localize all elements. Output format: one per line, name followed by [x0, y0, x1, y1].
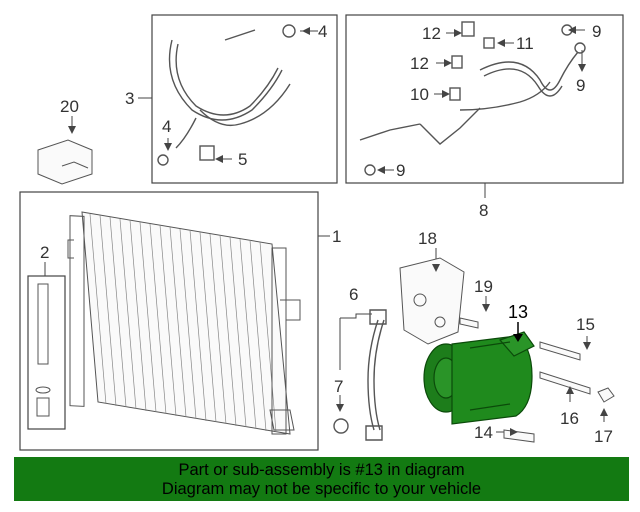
callout-7: 7 [334, 377, 343, 396]
callout-12a: 12 [422, 24, 441, 43]
dryer-drawing [35, 283, 51, 417]
condenser-drawing [67, 211, 301, 435]
banner-line-1: Part or sub-assembly is #13 in diagram [178, 461, 465, 479]
callout-5: 5 [238, 150, 247, 169]
sensor-20-drawing [37, 139, 93, 185]
callout-16: 16 [560, 409, 579, 428]
callout-13: 13 [508, 302, 528, 322]
callout-19: 19 [474, 277, 493, 296]
callout-4b: 4 [162, 117, 171, 136]
hoses-3-drawing [157, 24, 296, 166]
compressor-13-drawing [423, 331, 535, 425]
bracket-18-drawing [399, 257, 465, 345]
hoses-8-drawing [359, 21, 586, 176]
callout-14: 14 [474, 423, 493, 442]
callout-2: 2 [40, 243, 49, 262]
callout-3: 3 [125, 89, 134, 108]
callout-15: 15 [576, 315, 595, 334]
arrow-13 [513, 322, 523, 342]
callout-9a: 9 [592, 22, 601, 41]
box-dryer-2 [27, 275, 66, 430]
banner-line-2: Diagram may not be specific to your vehi… [161, 480, 482, 498]
box-condenser-1 [19, 191, 319, 451]
callout-20: 20 [60, 97, 79, 116]
callout-17: 17 [594, 427, 613, 446]
callout-9c: 9 [396, 161, 405, 180]
callout-9b: 9 [576, 76, 585, 95]
callout-6: 6 [349, 285, 358, 304]
callout-8: 8 [479, 201, 488, 220]
callout-1: 1 [332, 227, 341, 246]
box-hose-assembly-3 [151, 14, 338, 184]
callout-4a: 4 [318, 22, 327, 41]
callout-12b: 12 [410, 54, 429, 73]
callout-18: 18 [418, 229, 437, 248]
parts-diagram: 1 2 3 4 4 5 6 7 8 9 9 9 10 11 12 12 13 1… [19, 14, 624, 451]
callout-10: 10 [410, 85, 429, 104]
info-banner: Part or sub-assembly is #13 in diagram D… [14, 457, 629, 501]
callout-11: 11 [516, 34, 534, 53]
bolts-drawing [459, 317, 615, 443]
line-6-7-drawing [333, 309, 387, 441]
